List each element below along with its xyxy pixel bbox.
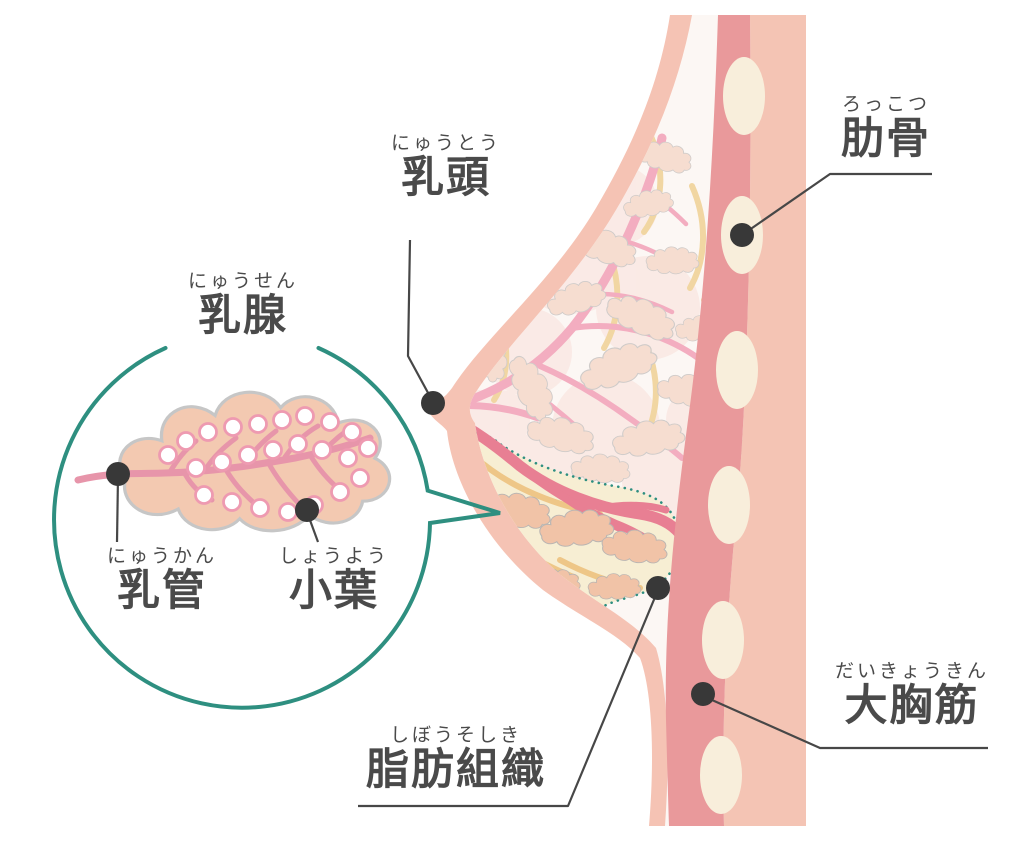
inset-circle-with-pointer: [52, 346, 501, 710]
rib-bone: [723, 57, 765, 135]
rib-bone: [708, 466, 750, 544]
label-mammary-gland-ruby: にゅうせん: [187, 270, 299, 292]
label-milk-duct-main: 乳管: [116, 566, 207, 616]
marker-dot-lobule: [295, 498, 319, 522]
label-nipple-main: 乳頭: [400, 153, 491, 203]
inner-tissue-layer: [723, 15, 806, 826]
rib-bone: [702, 601, 744, 679]
label-adipose-tissue-main: 脂肪組織: [366, 745, 546, 795]
label-nipple-ruby: にゅうとう: [390, 132, 502, 154]
label-rib: ろっこつ 肋骨: [841, 95, 931, 162]
label-lobule-main: 小葉: [288, 566, 379, 616]
label-rib-ruby: ろっこつ: [841, 93, 930, 115]
marker-dot-rib: [730, 223, 754, 247]
leader-line-adipose: [358, 589, 660, 808]
label-rib-main: 肋骨: [841, 114, 931, 164]
label-nipple: にゅうとう 乳頭: [391, 134, 501, 201]
rib-bone: [700, 736, 742, 814]
leader-line-milk-duct: [115, 475, 120, 543]
leader-line-pectoralis: [702, 694, 988, 750]
label-mammary-gland: にゅうせん 乳腺: [188, 272, 298, 339]
rib-bone: [716, 331, 758, 409]
gland-alveoli: [158, 406, 378, 522]
label-pectoralis-major-ruby: だいきょうきん: [834, 660, 990, 682]
mammary-gland-inset: [52, 346, 501, 710]
marker-dot-nipple: [421, 391, 445, 415]
label-adipose-tissue-ruby: しぼうそしき: [389, 724, 522, 746]
label-pectoralis-major-main: 大胸筋: [844, 681, 980, 731]
marker-dot-milk-duct: [106, 462, 130, 486]
leader-line-nipple: [406, 239, 434, 403]
label-adipose-tissue: しぼうそしき 脂肪組織: [366, 726, 546, 793]
leader-lines: [115, 172, 988, 808]
label-milk-duct: にゅうかん 乳管: [107, 547, 217, 614]
label-lobule: しょうよう 小葉: [279, 547, 389, 614]
marker-dot-adipose: [646, 576, 670, 600]
marker-dots: [106, 223, 754, 706]
label-pectoralis-major: だいきょうきん 大胸筋: [835, 662, 989, 729]
label-mammary-gland-main: 乳腺: [197, 291, 288, 341]
label-lobule-ruby: しょうよう: [278, 545, 390, 567]
marker-dot-pectoralis: [691, 682, 715, 706]
leader-line-rib: [741, 172, 932, 236]
label-milk-duct-ruby: にゅうかん: [106, 545, 218, 567]
